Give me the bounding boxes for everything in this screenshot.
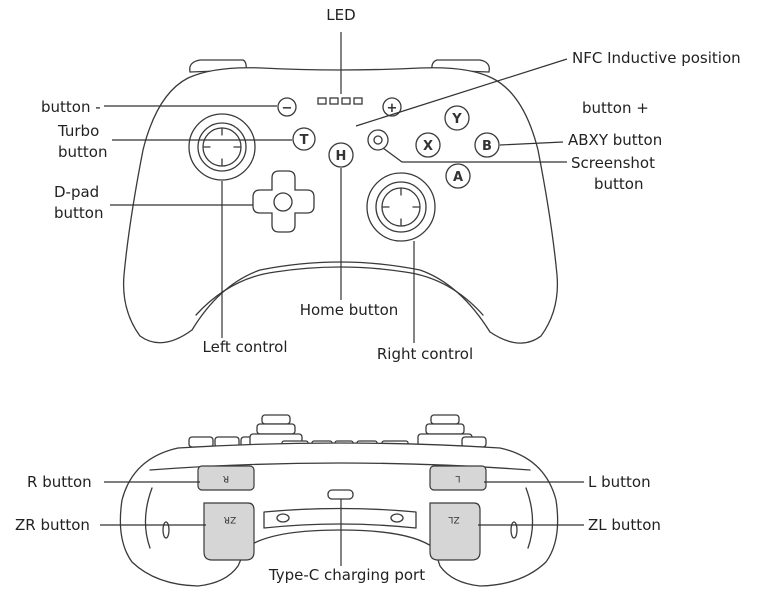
dpad-label-line2: button [54, 204, 103, 222]
r-button[interactable] [197, 465, 255, 491]
a-glyph: A [453, 170, 463, 185]
screenshot-label-line1: Screenshot [571, 154, 655, 172]
screenshot-button[interactable] [367, 129, 389, 151]
plus-label: button + [582, 99, 649, 117]
l-button-label: L button [588, 473, 651, 491]
screenshot-label-line2: button [594, 175, 643, 193]
zl-button[interactable] [429, 502, 481, 561]
dpad-center [273, 192, 293, 212]
nfc-label: NFC Inductive position [572, 49, 741, 67]
b-button[interactable] [474, 132, 500, 158]
plus-button[interactable] [382, 97, 402, 117]
zr-button[interactable] [203, 502, 255, 561]
left-control-label: Left control [203, 338, 288, 356]
turbo-label-line1: Turbo [57, 122, 99, 140]
typec-port [327, 489, 354, 500]
turbo-button[interactable] [292, 127, 316, 151]
l-glyph: L [455, 473, 460, 483]
a-button[interactable] [445, 163, 471, 189]
led-4 [353, 97, 363, 105]
back-body [119, 442, 559, 587]
zl-glyph: ZL [448, 514, 459, 524]
led-label: LED [326, 6, 355, 24]
home-button[interactable] [328, 142, 354, 168]
led-3 [341, 97, 351, 105]
back-view: R L ZR ZL R button L button ZR button ZL… [15, 414, 661, 587]
x-glyph: X [423, 139, 433, 154]
minus-label: button - [41, 98, 101, 116]
typec-label: Type-C charging port [268, 566, 425, 584]
abxy-label: ABXY button [568, 131, 662, 149]
minus-glyph: − [282, 101, 293, 116]
top-view: − + T H Y X B A [41, 6, 741, 363]
screenshot-dot-icon [373, 135, 383, 145]
zr-button-label: ZR button [15, 516, 90, 534]
plus-glyph: + [387, 101, 398, 116]
r-glyph: R [223, 473, 229, 483]
right-stick[interactable] [366, 172, 436, 242]
home-label: Home button [300, 301, 399, 319]
y-glyph: Y [451, 112, 462, 127]
zr-glyph: ZR [224, 514, 236, 524]
dpad[interactable] [252, 170, 315, 233]
led-1 [317, 97, 327, 105]
right-control-label: Right control [377, 345, 473, 363]
turbo-glyph: T [300, 133, 309, 148]
y-button[interactable] [444, 105, 470, 131]
led-2 [329, 97, 339, 105]
b-glyph: B [482, 139, 492, 154]
l-button[interactable] [429, 465, 487, 491]
turbo-label-line2: button [58, 143, 107, 161]
x-button[interactable] [415, 132, 441, 158]
dpad-label-line1: D-pad [54, 183, 99, 201]
home-glyph: H [336, 149, 347, 164]
zl-button-label: ZL button [588, 516, 661, 534]
minus-button[interactable] [277, 97, 297, 117]
r-button-label: R button [27, 473, 92, 491]
left-stick[interactable] [188, 113, 256, 181]
